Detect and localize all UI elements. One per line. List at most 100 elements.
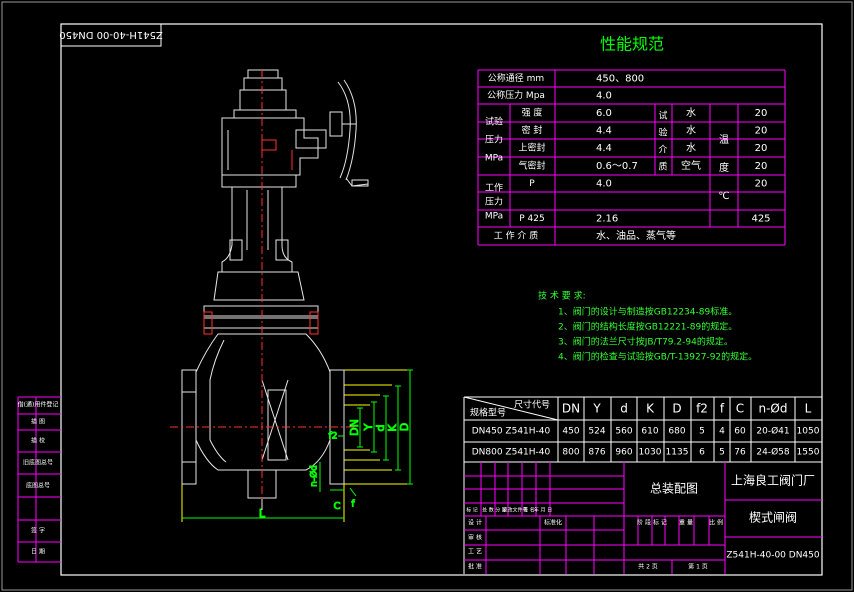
notes-title: 技 术 要 求: <box>538 290 586 302</box>
work-group-label: 工作 <box>485 182 503 194</box>
test-temp: 20 <box>755 143 768 154</box>
handwheel <box>329 79 369 187</box>
test-value: 0.6～0.7 <box>596 161 638 172</box>
dim-cell: 60 <box>734 427 746 437</box>
side-label: 签 字 <box>31 527 45 535</box>
dim-column-header: K <box>646 402 655 416</box>
dim-label-C: C <box>334 501 341 512</box>
dim-column-header: Y <box>592 402 601 416</box>
dim-cell: 1030 <box>639 448 662 458</box>
dim-column-header: n-Ød <box>759 402 788 416</box>
side-label: 底图总号 <box>26 482 50 490</box>
dim-column-header: d <box>620 402 628 416</box>
corner-label: Z541H-40-00 DN450 <box>59 29 163 40</box>
spec-row-value: 4.0 <box>596 91 612 102</box>
valve-drawing <box>170 69 369 510</box>
note-item: 2、阀门的结构长度按GB12221-89的规定。 <box>558 321 737 333</box>
rev-header: 处 数 <box>482 507 494 514</box>
dim-cell: 76 <box>734 448 746 458</box>
rev-header: 签 名 <box>523 507 535 514</box>
dim-cell: 1550 <box>797 448 820 458</box>
dim-row-model: DN800 Z541H-40 <box>472 448 551 458</box>
dim-cell: 450 <box>562 427 579 437</box>
dim-label-D: D <box>398 423 411 431</box>
test-name: 密 封 <box>522 124 543 136</box>
dim-cell: 800 <box>562 448 579 458</box>
work-value: 2.16 <box>596 214 618 225</box>
note-item: 1、阀门的设计与制造按GB12234-89标准。 <box>558 306 737 318</box>
dim-label-K: K <box>386 424 399 432</box>
test-medium: 水 <box>686 142 696 154</box>
test-group-label: MPa <box>485 154 503 164</box>
valve-body <box>181 333 345 485</box>
side-label: 描 校 <box>31 437 45 445</box>
dim-row-model: DN450 Z541H-40 <box>472 427 551 437</box>
spec-row-label: 公称通径 mm <box>488 72 544 84</box>
title-block: 总装配图 上海良工阀门厂楔式闸阀 Z541H-40-00 DN450 标 记处 数分 … <box>463 462 822 574</box>
dim-label-f2: f2 <box>329 432 338 442</box>
rev-header: 年 月 日 <box>534 507 552 514</box>
sign-label: 标准化 <box>544 519 562 527</box>
dim-cell: 5 <box>719 448 725 458</box>
dim-cell: 876 <box>588 448 605 458</box>
dim-column-header: f <box>720 402 725 416</box>
test-value: 6.0 <box>596 108 612 119</box>
dim-diagonal <box>463 396 559 421</box>
dim-cell: 4 <box>719 427 725 437</box>
dim-cell: 20-Ø41 <box>756 426 789 437</box>
drawing-code: Z541H-40-00 DN450 <box>726 551 819 561</box>
dim-column-header: C <box>736 402 744 416</box>
dim-label-DN: DN <box>348 419 361 436</box>
test-temp: 20 <box>755 108 768 119</box>
dim-cell: 560 <box>615 427 632 437</box>
dim-cell: 680 <box>668 427 685 437</box>
test-value: 4.4 <box>596 143 612 154</box>
sheet-total: 共 2 页 <box>638 563 658 571</box>
test-medium: 水 <box>686 107 696 119</box>
spec-title: 性能规范 <box>600 35 664 54</box>
spec-row-value: 450、800 <box>596 74 644 85</box>
dim-line-f <box>349 487 357 497</box>
dim-cell: 1050 <box>797 427 820 437</box>
work-temp: 425 <box>751 214 770 225</box>
side-label: 日 期 <box>31 548 45 556</box>
actuator <box>221 69 327 176</box>
sheet-number: 第 1 页 <box>688 563 708 571</box>
stage-label: 重 量 <box>679 519 693 527</box>
test-name: 强 度 <box>522 107 543 119</box>
work-group-label: MPa <box>485 212 503 222</box>
stage-label: 比 例 <box>709 519 723 527</box>
product-name: 楔式闸阀 <box>749 511 797 525</box>
inner-frame <box>60 23 823 576</box>
dim-label-L: L <box>259 507 266 520</box>
test-temp: 20 <box>755 126 768 137</box>
test-name: 上密封 <box>518 142 545 154</box>
stage-label: 阶 段 标 记 <box>637 519 667 527</box>
dim-cell: 1135 <box>666 448 689 458</box>
dim-column-header: f2 <box>696 402 708 416</box>
test-medium-label: 介 <box>658 145 667 156</box>
company-name: 上海良工阀门厂 <box>731 473 815 488</box>
test-name: 气密封 <box>518 160 545 172</box>
spec-row-label: 公称压力 Mpa <box>487 89 545 101</box>
work-temp: 20 <box>755 179 768 190</box>
test-medium: 空气 <box>681 159 701 172</box>
drawing-name: 总装配图 <box>650 482 698 496</box>
medium-value: 水、油品、蒸气等 <box>596 229 676 242</box>
rev-header: 分 区 <box>495 507 507 514</box>
dim-header-top: 尺寸代号 <box>514 399 550 411</box>
sign-label: 审 核 <box>468 534 482 542</box>
test-group-label: 压力 <box>485 134 503 146</box>
test-medium-label: 验 <box>658 127 667 139</box>
temp-label: 度 <box>719 161 729 174</box>
note-item: 3、阀门的法兰尺寸按JB/T79.2-94的规定。 <box>558 336 733 348</box>
dim-cell: 960 <box>615 448 632 458</box>
work-name: P <box>529 179 535 189</box>
rev-header: 标 记 <box>466 507 478 514</box>
work-group-label: 压力 <box>485 196 503 208</box>
